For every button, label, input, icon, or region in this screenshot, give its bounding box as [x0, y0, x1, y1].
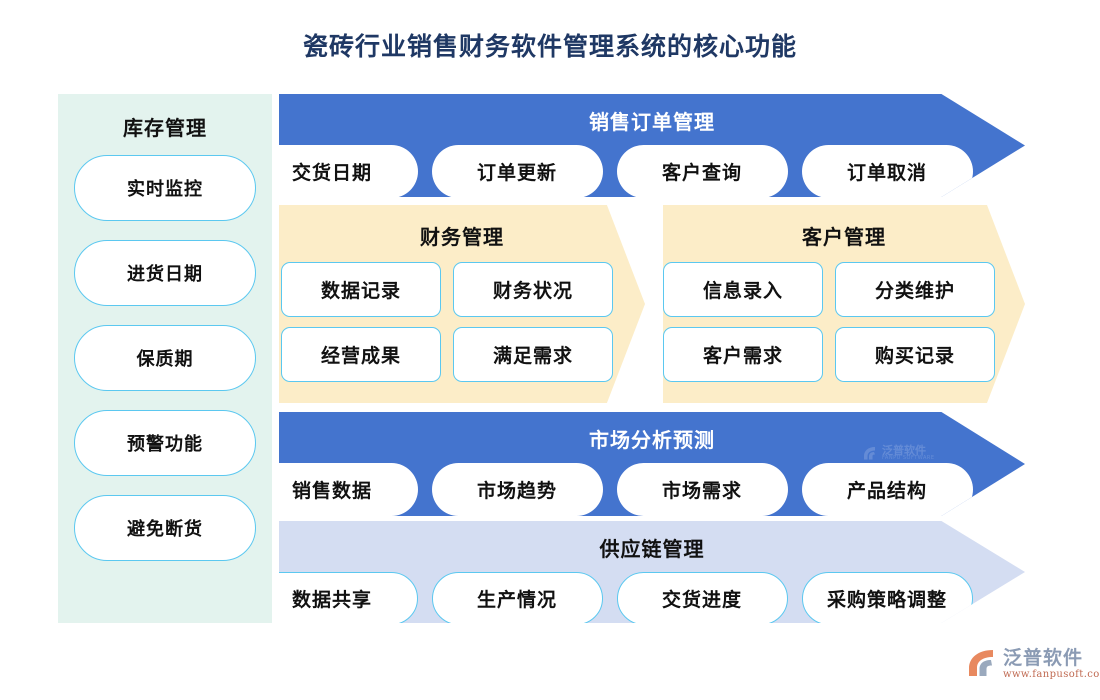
brand-name: 泛普软件 [1003, 647, 1084, 669]
panel-items-finance: 数据记录 财务状况 经营成果 满足需求 [281, 262, 643, 382]
fanpu-logo-icon [969, 650, 993, 676]
item-customer-query[interactable]: 客户查询 [616, 145, 788, 197]
item-info-entry[interactable]: 信息录入 [663, 262, 823, 317]
band-title-sales: 销售订单管理 [589, 110, 715, 134]
sidebar-item-alert-function[interactable]: 预警功能 [74, 410, 256, 476]
sidebar-item-avoid-stockout[interactable]: 避免断货 [74, 495, 256, 561]
item-data-record[interactable]: 数据记录 [281, 262, 441, 317]
item-delivery-date[interactable]: 交货日期 [279, 145, 418, 197]
page-title: 瓷砖行业销售财务软件管理系统的核心功能 [302, 32, 797, 61]
item-market-trend[interactable]: 市场趋势 [431, 463, 603, 516]
band-market-analysis-forecast: 市场分析预测 销售数据 市场趋势 市场需求 产品结构 [279, 412, 1025, 516]
item-sales-data[interactable]: 销售数据 [279, 463, 418, 516]
band-title-supply: 供应链管理 [599, 537, 705, 561]
band-items-market: 销售数据 市场趋势 市场需求 产品结构 [279, 463, 1025, 516]
sidebar-item-shelf-life[interactable]: 保质期 [74, 325, 256, 391]
item-product-structure[interactable]: 产品结构 [801, 463, 973, 516]
item-data-sharing[interactable]: 数据共享 [279, 572, 418, 623]
band-supply-chain-management: 供应链管理 数据共享 生产情况 交货进度 采购策略调整 [279, 521, 1025, 623]
item-customer-demand[interactable]: 客户需求 [663, 327, 823, 382]
item-financial-status[interactable]: 财务状况 [453, 262, 613, 317]
band-items-supply: 数据共享 生产情况 交货进度 采购策略调整 [279, 572, 1025, 623]
band-title-market: 市场分析预测 [589, 428, 715, 452]
sidebar-title: 库存管理 [123, 116, 207, 140]
panel-items-customer: 信息录入 分类维护 客户需求 购买记录 [663, 262, 1025, 382]
item-category-maintenance[interactable]: 分类维护 [835, 262, 995, 317]
item-purchase-record[interactable]: 购买记录 [835, 327, 995, 382]
panel-title-customer: 客户管理 [802, 225, 886, 249]
band-sales-order-management: 销售订单管理 交货日期 订单更新 客户查询 订单取消 [279, 94, 1025, 197]
sidebar-item-list: 实时监控 进货日期 保质期 预警功能 避免断货 [58, 155, 272, 561]
brand-text: 泛普软件 www.fanpusoft.com [1003, 648, 1100, 680]
sidebar-item-realtime-monitor[interactable]: 实时监控 [74, 155, 256, 221]
item-market-demand[interactable]: 市场需求 [616, 463, 788, 516]
brand-mark-icon [966, 648, 998, 678]
item-order-update[interactable]: 订单更新 [431, 145, 603, 197]
item-production-status[interactable]: 生产情况 [431, 572, 603, 623]
panel-finance-management: 财务管理 数据记录 财务状况 经营成果 满足需求 [279, 205, 645, 403]
item-order-cancel[interactable]: 订单取消 [801, 145, 973, 197]
band-items-sales: 交货日期 订单更新 客户查询 订单取消 [279, 145, 1025, 197]
sidebar-item-purchase-date[interactable]: 进货日期 [74, 240, 256, 306]
brand-logo: 泛普软件 www.fanpusoft.com [966, 648, 1100, 680]
item-meet-demand[interactable]: 满足需求 [453, 327, 613, 382]
panel-customer-management: 客户管理 信息录入 分类维护 客户需求 购买记录 [663, 205, 1025, 403]
item-delivery-progress[interactable]: 交货进度 [616, 572, 788, 623]
sidebar-inventory-panel: 库存管理 实时监控 进货日期 保质期 预警功能 避免断货 [58, 94, 272, 623]
panel-title-finance: 财务管理 [420, 225, 504, 249]
item-purchase-strategy-adjust[interactable]: 采购策略调整 [801, 572, 973, 623]
brand-url: www.fanpusoft.com [1003, 669, 1100, 680]
item-business-results[interactable]: 经营成果 [281, 327, 441, 382]
